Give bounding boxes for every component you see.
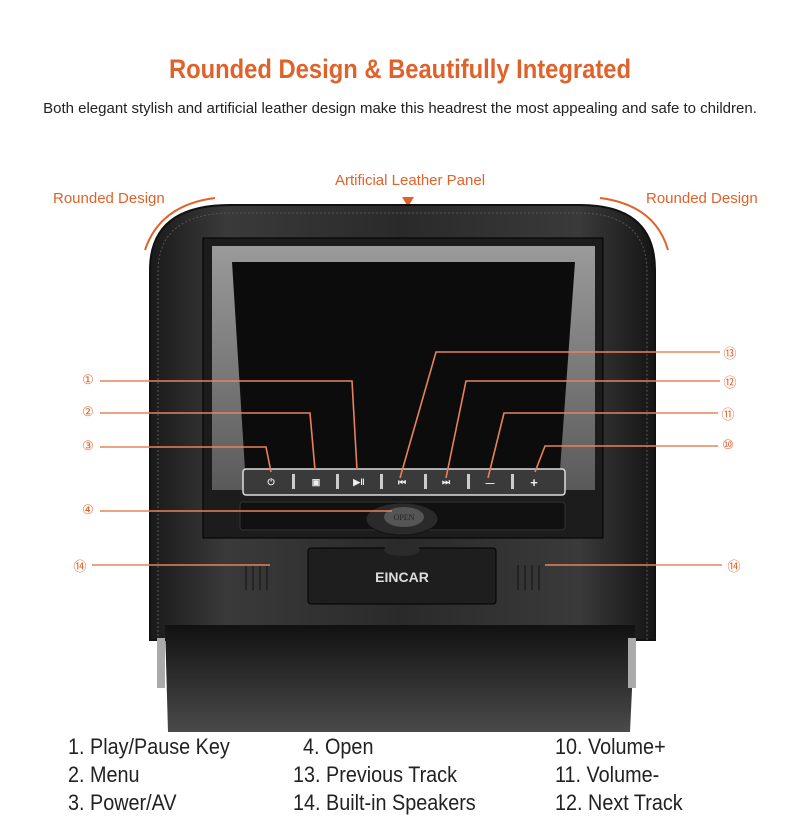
zipper-left	[157, 638, 165, 688]
legend-item: 14. Built-in Speakers	[293, 790, 476, 815]
marker-3: ③	[82, 438, 94, 453]
zipper-right	[628, 638, 636, 688]
marker-13: ⑬	[723, 346, 737, 361]
page-subtitle: Both elegant stylish and artificial leat…	[43, 100, 757, 117]
legend-item: 1. Play/Pause Key	[68, 734, 230, 759]
volume-down-icon: —	[486, 478, 495, 488]
marker-12: ⑫	[723, 375, 737, 390]
button-bar	[242, 468, 566, 496]
marker-2: ②	[82, 404, 94, 419]
marker-1: ①	[82, 372, 94, 387]
label-rounded-right: Rounded Design	[646, 190, 758, 207]
menu-icon: ▣	[312, 477, 321, 487]
callout-lines	[92, 351, 722, 566]
rounded-arc-left	[144, 197, 216, 251]
legend-item: 3. Power/AV	[68, 790, 177, 815]
marker-14-right: ⑭	[727, 559, 741, 574]
screen	[232, 262, 575, 470]
leather-flap	[165, 625, 635, 732]
power-av-icon: ⏻	[267, 477, 275, 487]
label-leather-panel: Artificial Leather Panel	[334, 172, 486, 189]
marker-4: ④	[82, 502, 94, 517]
marker-14-left: ⑭	[73, 559, 87, 574]
previous-icon: ⏮	[398, 477, 406, 487]
next-icon: ⏭	[442, 477, 451, 487]
stitching	[157, 212, 648, 640]
legend-item: 2. Menu	[68, 762, 140, 787]
marker-11: ⑪	[721, 407, 735, 422]
legend-item: 10. Volume+	[555, 734, 666, 759]
play-pause-icon: ▶‖	[352, 477, 364, 487]
legend-item: 4. Open	[303, 734, 374, 759]
legend-item: 11. Volume-	[555, 762, 660, 787]
marker-10: ⑩	[722, 437, 734, 452]
label-rounded-left: Rounded Design	[53, 190, 165, 207]
page-title: Rounded Design & Beautifully Integrated	[168, 54, 632, 84]
legend-item: 13. Previous Track	[293, 762, 457, 787]
rounded-arc-right	[599, 197, 669, 251]
volume-up-icon: +	[530, 475, 538, 490]
brand-logo: EINCAR	[375, 569, 429, 585]
open-button-label: OPEN	[394, 513, 415, 522]
legend-item: 12. Next Track	[555, 790, 683, 815]
open-button[interactable]	[384, 507, 424, 527]
arrow-down-icon	[402, 197, 414, 207]
